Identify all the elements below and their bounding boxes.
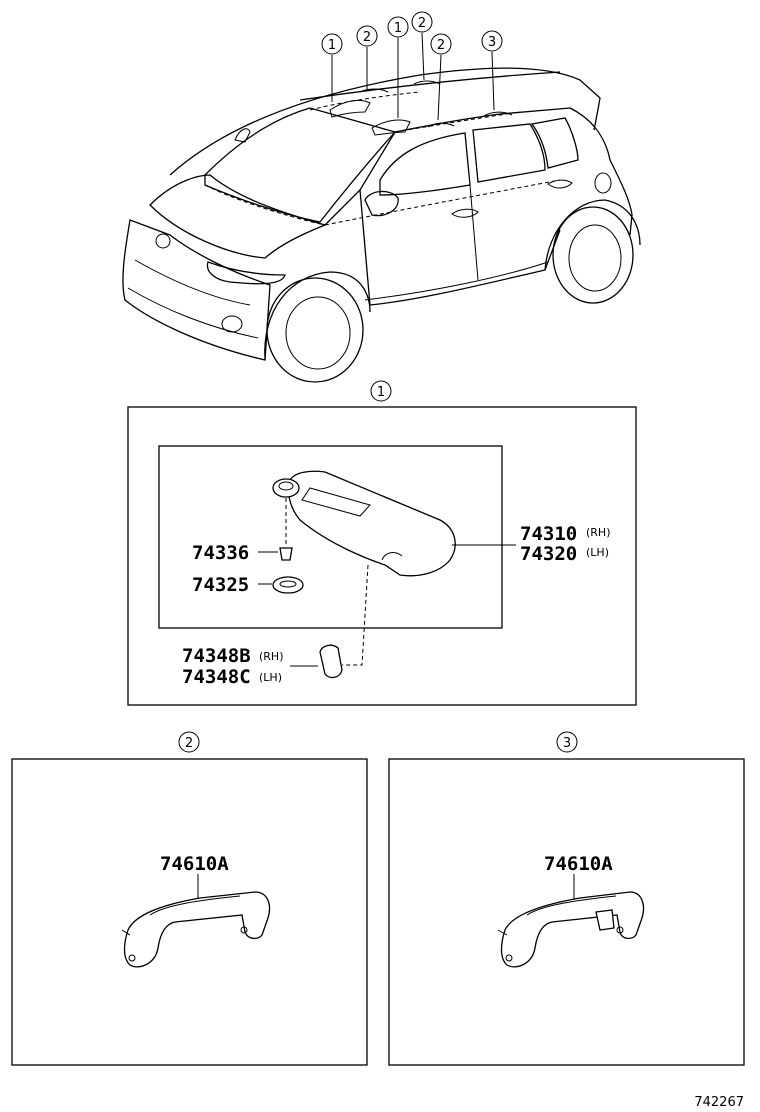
assist-grip-section-2: 2 74610A xyxy=(11,731,368,1066)
assist-grip-section-3: 3 74610A xyxy=(388,731,745,1066)
suffix-rh-visor: (RH) xyxy=(586,526,611,539)
grip-box-3-title: 3 xyxy=(563,736,571,751)
part-number-74320: 74320 xyxy=(520,543,577,565)
part-number-74325: 74325 xyxy=(192,574,249,596)
car-callout-3: 3 xyxy=(488,35,496,50)
suffix-lh-visor: (LH) xyxy=(586,546,609,559)
car-callout-2c: 2 xyxy=(437,38,445,53)
grip-3-hook xyxy=(595,909,615,931)
screw-part xyxy=(279,547,293,561)
suffix-rh-holder: (RH) xyxy=(259,650,284,663)
grip-box-2-title: 2 xyxy=(185,736,193,751)
visor-box-title: 1 xyxy=(377,385,385,400)
part-number-74610A-a: 74610A xyxy=(160,853,229,875)
sun-visor-section: 1 74336 74325 74310 (RH) 74320 (LH) 7434… xyxy=(127,380,637,706)
part-number-74610A-b: 74610A xyxy=(544,853,613,875)
suffix-lh-holder: (LH) xyxy=(259,671,282,684)
car-callout-1b: 1 xyxy=(394,21,402,36)
grip-box-3-frame xyxy=(388,758,745,1066)
diagram-id: 742267 xyxy=(694,1095,744,1110)
sun-visor xyxy=(287,470,456,577)
assist-grip-3 xyxy=(500,891,645,968)
part-number-74336: 74336 xyxy=(192,542,249,564)
grip-box-2-frame xyxy=(11,758,368,1066)
car-callout-1a: 1 xyxy=(328,38,336,53)
assist-grip-2 xyxy=(123,891,271,968)
car-callouts: 1 2 1 2 2 3 xyxy=(321,11,503,55)
part-number-74310: 74310 xyxy=(520,523,577,545)
car-callout-2a: 2 xyxy=(363,30,371,45)
holder-part xyxy=(319,644,343,679)
part-number-74348B: 74348B xyxy=(182,645,251,667)
visor-outer-frame xyxy=(127,406,637,706)
car-illustration xyxy=(122,32,641,383)
visor-inner-frame xyxy=(158,445,503,629)
cover-part xyxy=(272,576,304,594)
car-callout-2b: 2 xyxy=(418,16,426,31)
part-number-74348C: 74348C xyxy=(182,666,251,688)
